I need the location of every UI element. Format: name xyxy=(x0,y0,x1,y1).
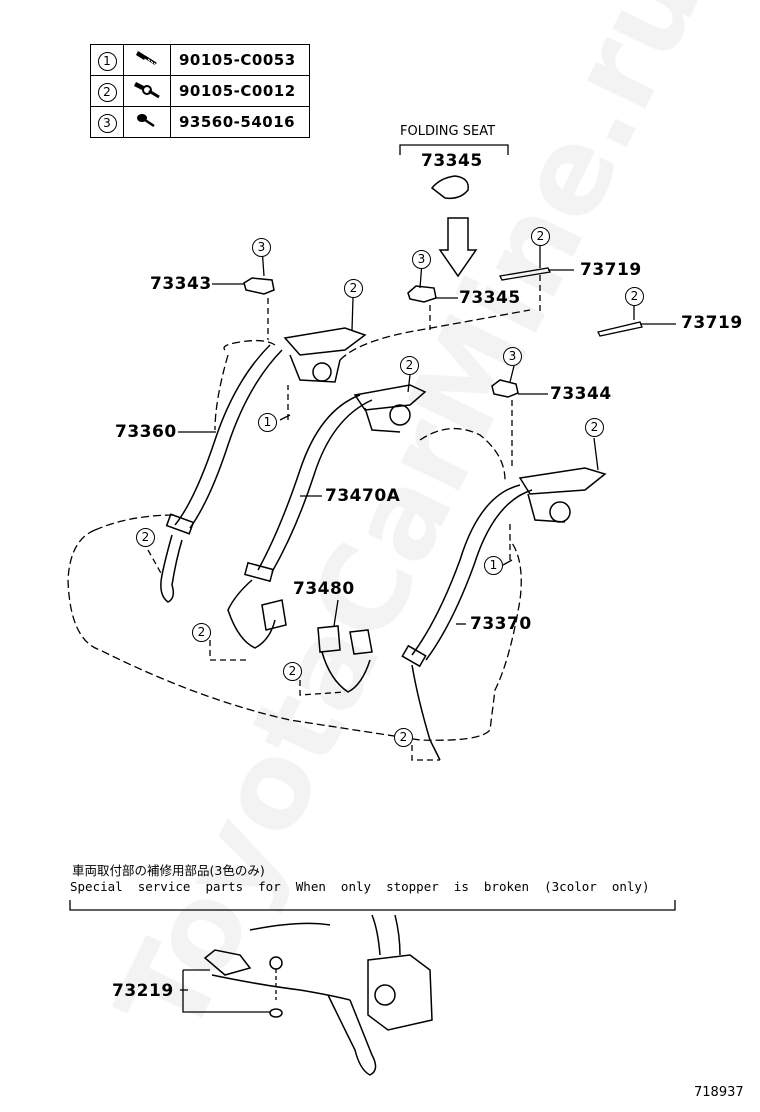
callout-2: 2 xyxy=(400,356,419,375)
legend-part-number: 90105-C0053 xyxy=(170,44,310,76)
callout-2: 2 xyxy=(344,279,363,298)
callout-2: 2 xyxy=(531,227,550,246)
part-73344: 73344 xyxy=(550,384,612,404)
callout-2: 2 xyxy=(192,623,211,642)
part-73480: 73480 xyxy=(293,579,355,599)
screw-icon xyxy=(123,106,171,138)
bolt-icon xyxy=(123,75,171,107)
part-73343: 73343 xyxy=(150,274,212,294)
callout-3: 3 xyxy=(252,238,271,257)
part-73719-lower: 73719 xyxy=(681,313,743,333)
part-73219: 73219 xyxy=(112,981,174,1001)
bolt-icon xyxy=(123,44,171,76)
part-73345: 73345 xyxy=(459,288,521,308)
diagram-id: 718937 xyxy=(694,1085,744,1100)
callout-2: 2 xyxy=(585,418,604,437)
part-73370: 73370 xyxy=(470,614,532,634)
callout-2: 2 xyxy=(283,662,302,681)
legend-row: 3 93560-54016 xyxy=(90,106,310,138)
part-73719-upper: 73719 xyxy=(580,260,642,280)
legend-row: 2 90105-C0012 xyxy=(90,75,310,107)
part-73345-folding: 73345 xyxy=(421,151,483,171)
callout-3: 3 xyxy=(412,250,431,269)
callout-marker: 1 xyxy=(97,51,117,71)
part-73470a: 73470A xyxy=(325,486,401,506)
callout-1: 1 xyxy=(258,413,277,432)
callout-2: 2 xyxy=(136,528,155,547)
special-service-note-jp: 車両取付部の補修用部品(3色のみ) xyxy=(72,863,265,878)
callout-marker: 3 xyxy=(97,113,117,133)
fastener-legend-table: 1 90105-C0053 2 90105-C0012 3 93560-5401… xyxy=(90,44,310,138)
callout-2: 2 xyxy=(625,287,644,306)
legend-part-number: 90105-C0012 xyxy=(170,75,310,107)
legend-row: 1 90105-C0053 xyxy=(90,44,310,76)
seat-outline xyxy=(67,529,522,741)
folding-seat-label: FOLDING SEAT xyxy=(400,124,496,139)
callout-1: 1 xyxy=(484,556,503,575)
callout-3: 3 xyxy=(503,347,522,366)
callout-2: 2 xyxy=(394,728,413,747)
part-73360: 73360 xyxy=(115,422,177,442)
legend-part-number: 93560-54016 xyxy=(170,106,310,138)
callout-marker: 2 xyxy=(97,82,117,102)
special-service-note-en: Special service parts for When only stop… xyxy=(70,879,650,894)
